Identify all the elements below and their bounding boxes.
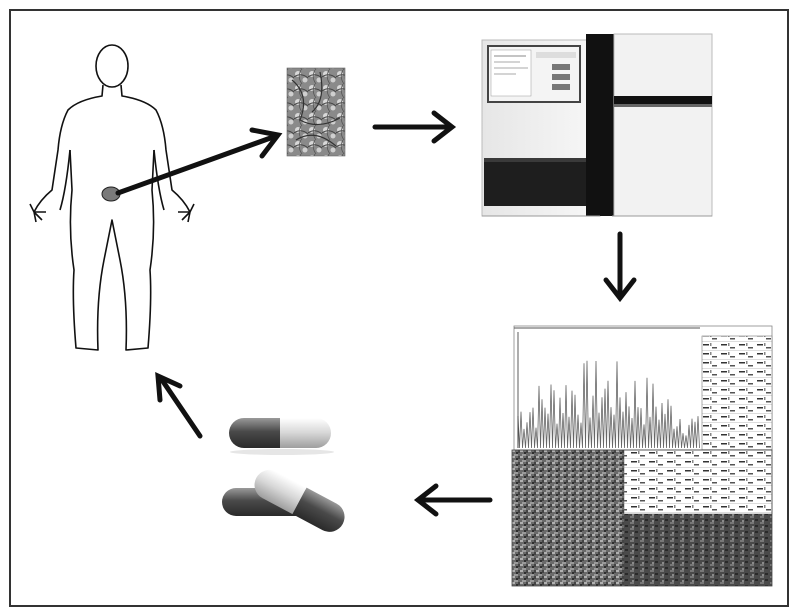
genomic-data-panel [511,325,773,587]
sequencer-machine-icon [481,33,713,217]
human-body-icon [29,44,195,351]
arrow-to-patient [155,371,203,439]
arrow-to-pills [413,483,493,517]
trace-peaks [517,360,700,449]
capsule-pills-icon [222,418,345,532]
sequence-trace-chart [517,332,700,449]
arrow-to-data [603,231,637,303]
arrow-to-sequencer [372,110,457,144]
arrow-to-tissue [115,127,283,196]
tissue-micrograph-icon [286,67,346,157]
